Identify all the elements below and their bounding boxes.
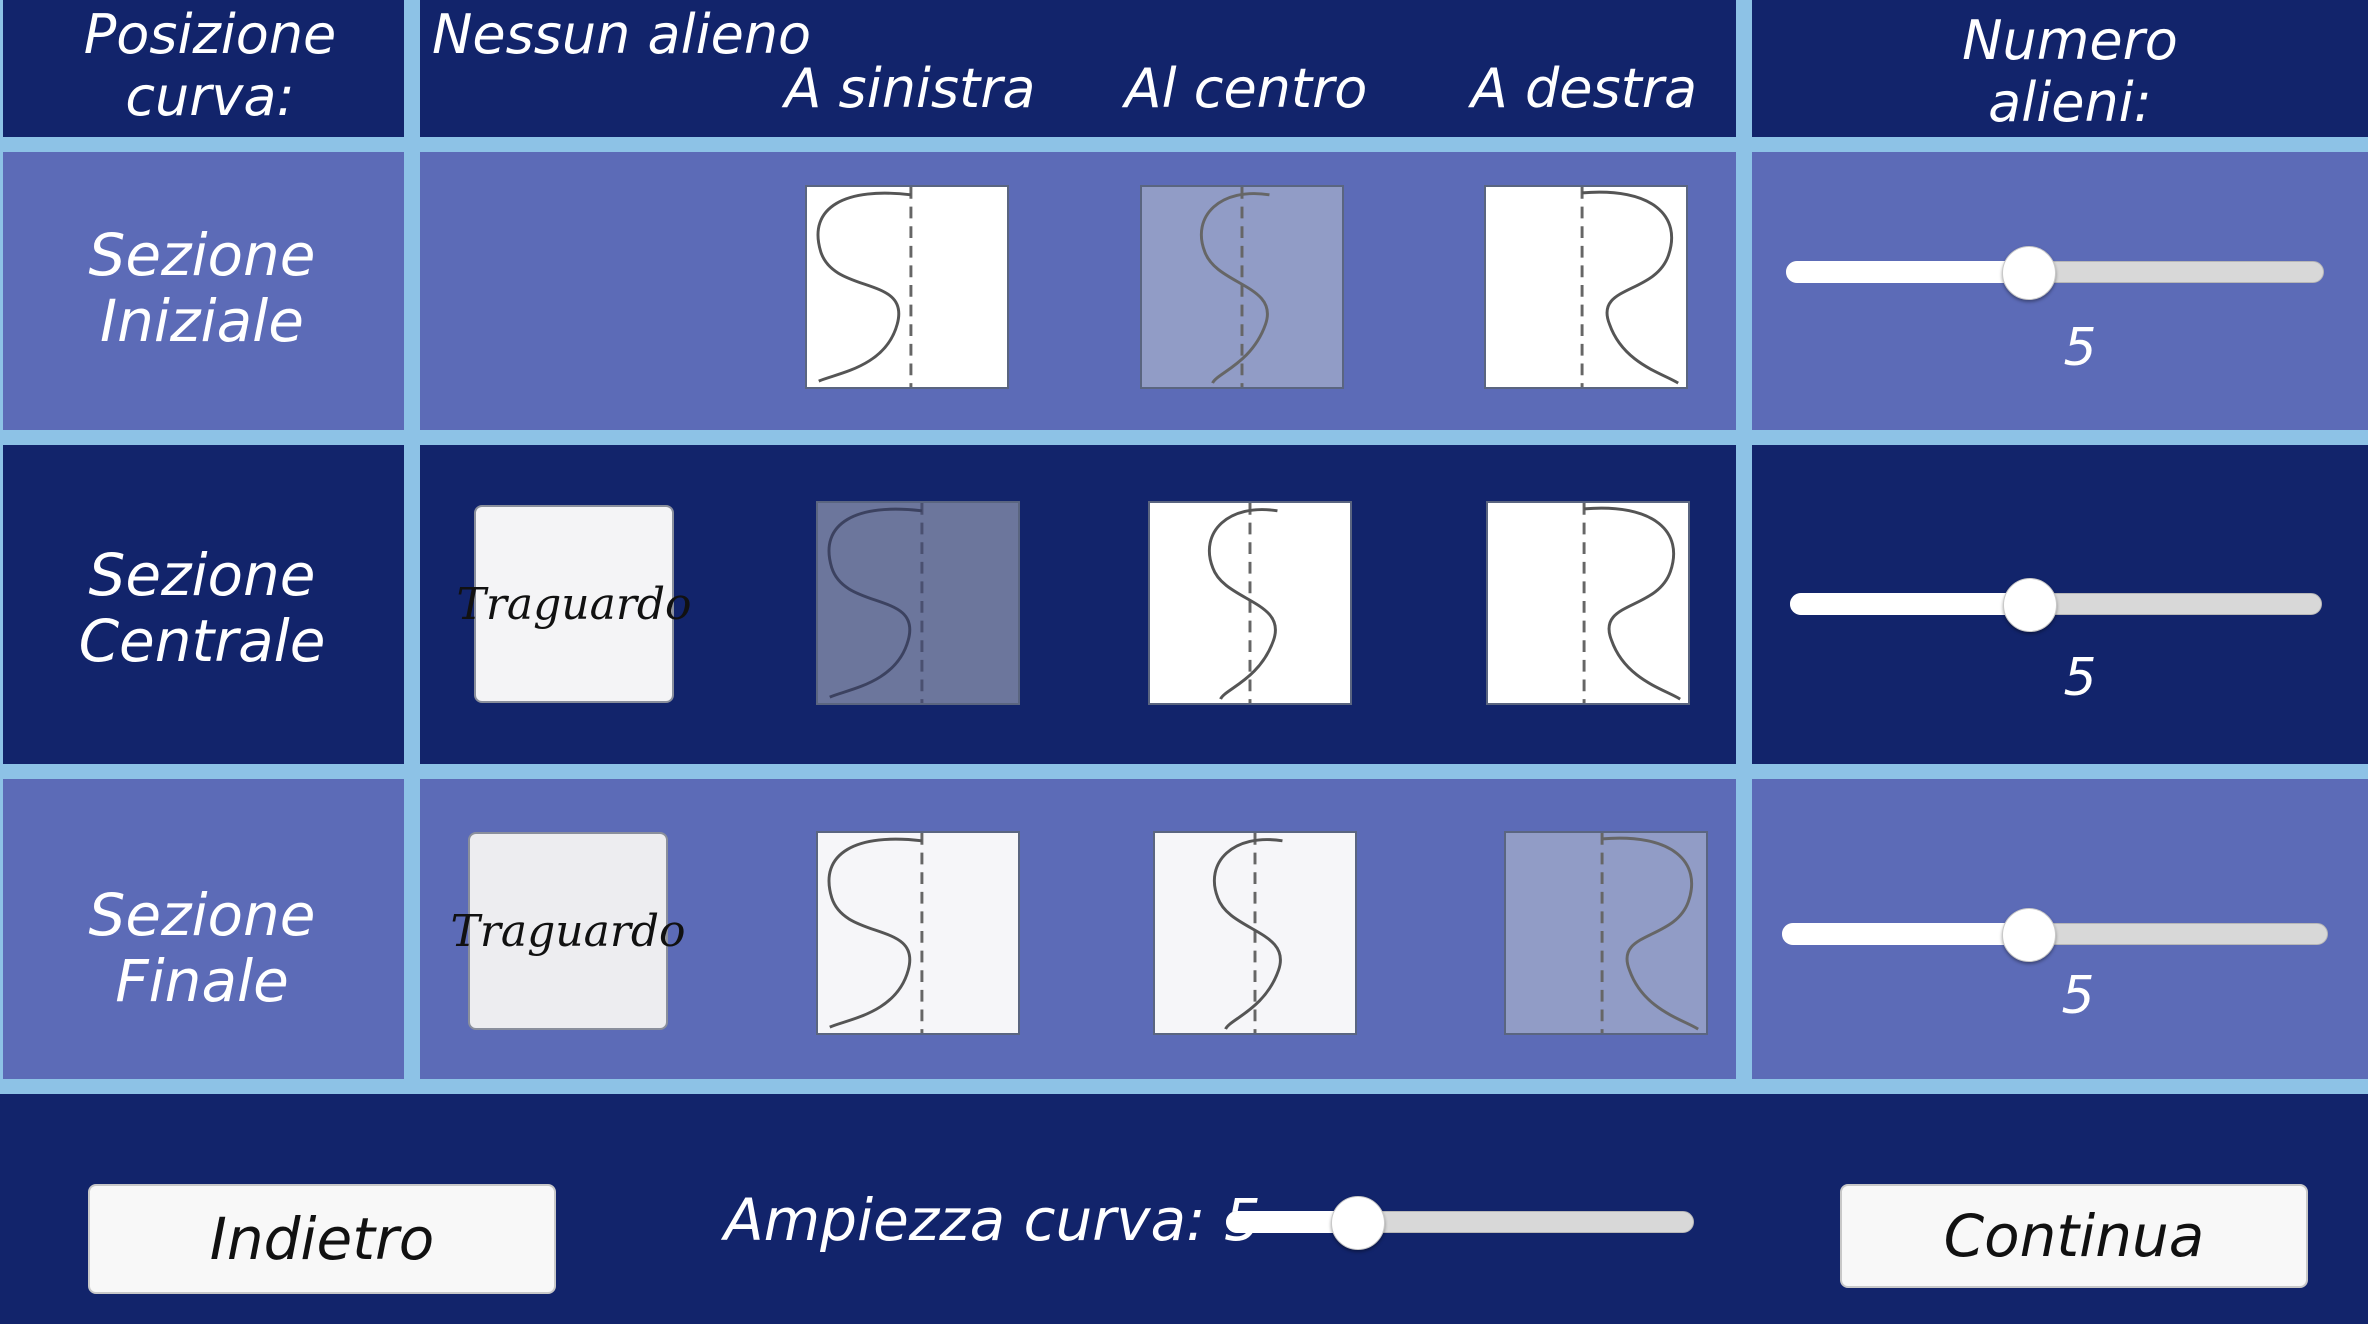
header-count-label: Numero alieni: — [1962, 9, 2178, 134]
column-separator — [1736, 0, 1752, 1094]
curve-option-initial-left[interactable] — [805, 185, 1009, 389]
continue-button[interactable]: Continua — [1840, 1184, 2308, 1288]
curve-center-icon — [1199, 187, 1270, 387]
goal-option-central[interactable]: Traguardo — [456, 505, 692, 703]
curve-right-icon — [1582, 503, 1681, 703]
row-separator — [0, 1079, 2368, 1094]
slider-fill — [1782, 923, 2028, 945]
alien-count-slider-initial[interactable] — [1786, 246, 2324, 300]
slider-thumb[interactable] — [2003, 578, 2058, 632]
curve-left-icon — [827, 503, 924, 703]
slider-thumb[interactable] — [2002, 246, 2057, 300]
slider-fill — [1790, 593, 2030, 615]
goal-option-final[interactable]: Traguardo — [450, 832, 686, 1030]
alien-count-value-final: 5 — [2061, 966, 2095, 1026]
curve-option-final-center[interactable] — [1153, 831, 1357, 1035]
header-none-label: Nessun alieno — [432, 3, 812, 66]
curve-right-icon — [1600, 833, 1699, 1033]
row-label-central: Sezione Centrale — [78, 541, 326, 675]
curve-left-icon — [816, 187, 913, 387]
curve-option-central-right[interactable] — [1486, 501, 1690, 705]
row-separator — [0, 430, 2368, 445]
curve-option-final-left[interactable] — [816, 831, 1020, 1035]
amplitude-slider[interactable] — [1226, 1196, 1694, 1250]
header-center-label: Al centro — [1124, 57, 1368, 120]
header-left-label: A sinistra — [784, 57, 1036, 120]
curve-left-icon — [827, 833, 924, 1033]
row-band-header — [0, 0, 2368, 137]
curve-option-initial-right[interactable] — [1484, 185, 1688, 389]
curve-option-central-left[interactable] — [816, 501, 1020, 705]
header-right-label: A destra — [1470, 57, 1698, 120]
curve-center-icon — [1212, 833, 1283, 1033]
column-separator — [0, 0, 3, 1094]
alien-count-value-central: 5 — [2063, 648, 2097, 708]
row-separator — [0, 764, 2368, 779]
alien-count-slider-central[interactable] — [1790, 578, 2322, 632]
curve-option-initial-center[interactable] — [1140, 185, 1344, 389]
alien-count-value-initial: 5 — [2063, 318, 2097, 378]
curve-right-icon — [1580, 187, 1679, 387]
back-button[interactable]: Indietro — [88, 1184, 556, 1294]
row-label-final: Sezione Finale — [88, 881, 316, 1015]
curve-option-final-right[interactable] — [1504, 831, 1708, 1035]
slider-fill — [1786, 261, 2029, 283]
curve-center-icon — [1207, 503, 1278, 703]
curve-option-central-center[interactable] — [1148, 501, 1352, 705]
row-separator — [0, 137, 2368, 152]
header-position-label: Posizione curva: — [83, 3, 337, 128]
slider-thumb[interactable] — [2001, 908, 2056, 962]
slider-fill — [1226, 1211, 1358, 1233]
row-label-initial: Sezione Iniziale — [88, 221, 316, 355]
column-separator — [404, 0, 420, 1094]
alien-count-slider-final[interactable] — [1782, 908, 2328, 962]
amplitude-label: Ampiezza curva: 5 — [724, 1186, 1261, 1254]
slider-thumb[interactable] — [1331, 1196, 1386, 1250]
